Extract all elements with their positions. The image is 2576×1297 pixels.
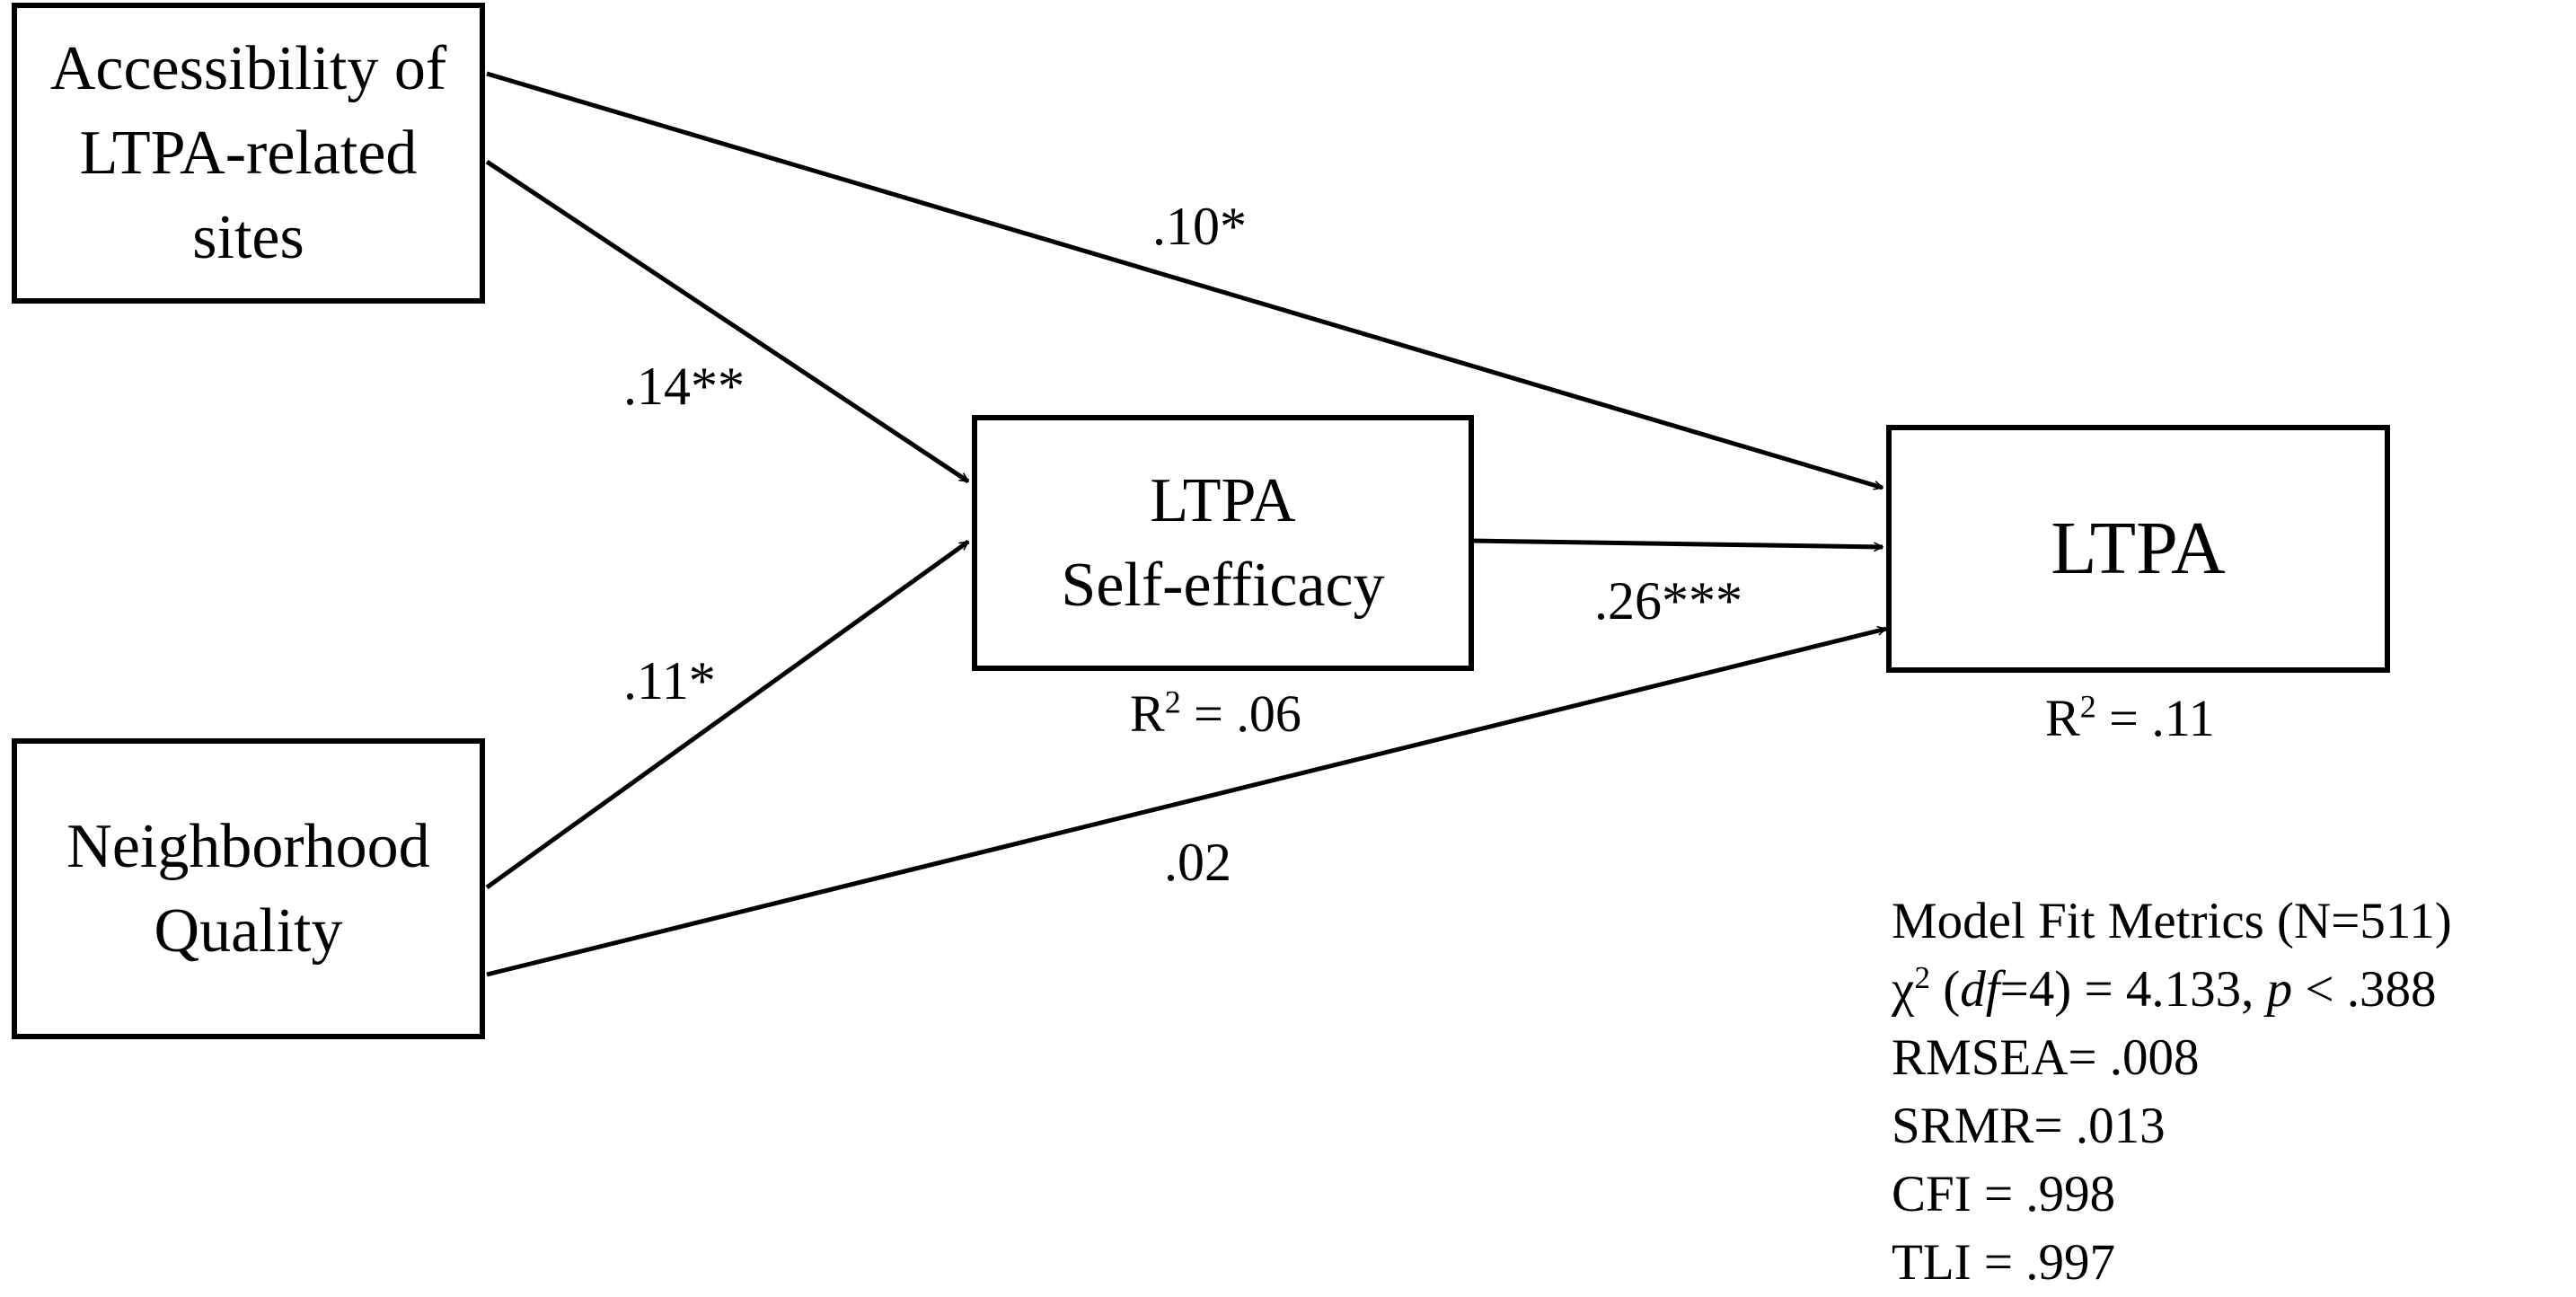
fit-srmr: SRMR= .013 xyxy=(1892,1098,2166,1154)
fit-tli: TLI = .997 xyxy=(1892,1234,2116,1291)
fit-chi-sup: 2 xyxy=(1914,960,1930,995)
r2-self-efficacy-label: R xyxy=(1130,684,1165,743)
r2-ltpa-value: = .11 xyxy=(2095,689,2215,747)
arrow-neighborhood-to-ltpa xyxy=(486,629,1886,977)
fit-chi-p-label: p xyxy=(2266,961,2293,1018)
r2-ltpa-sup: 2 xyxy=(2079,688,2096,725)
arrow-selfefficacy-to-ltpa xyxy=(1469,538,1883,547)
coef-selfefficacy-to-ltpa: .26*** xyxy=(1594,571,1742,631)
model-fit-metrics: Model Fit Metrics (N=511) χ2 (df=4) = 4.… xyxy=(1892,887,2452,1297)
fit-rmsea: RMSEA= .008 xyxy=(1892,1029,2200,1086)
arrow-access-to-selfefficacy xyxy=(485,159,968,484)
coef-access-to-ltpa: .10* xyxy=(1152,197,1247,256)
fit-chi-df-label: df xyxy=(1960,961,2000,1018)
coef-neighborhood-to-selfefficacy: .11* xyxy=(623,651,716,710)
fit-chi-open: ( xyxy=(1929,961,1961,1018)
coef-neighborhood-to-ltpa: .02 xyxy=(1164,833,1231,892)
fit-chi-square: χ2 (df=4) = 4.133, p < .388 xyxy=(1892,956,2452,1024)
node-self-efficacy-line-1: LTPA xyxy=(1150,465,1296,535)
r2-ltpa-label: R xyxy=(2045,689,2080,747)
node-ltpa-line-1: LTPA xyxy=(2051,507,2226,590)
arrow-neighborhood-to-selfefficacy xyxy=(485,539,970,890)
fit-chi-symbol: χ xyxy=(1892,961,1915,1018)
node-accessibility: Accessibility of LTPA-related sites xyxy=(12,3,485,304)
node-ltpa: LTPA xyxy=(1886,425,2390,673)
node-neighborhood-line-1: Neighborhood xyxy=(66,811,430,881)
node-self-efficacy: LTPA Self-efficacy xyxy=(972,415,1474,671)
node-self-efficacy-line-2: Self-efficacy xyxy=(1061,550,1385,620)
fit-cfi: CFI = .998 xyxy=(1892,1166,2116,1222)
coef-access-to-selfefficacy: .14** xyxy=(623,357,745,416)
r2-ltpa: R2 = .11 xyxy=(2045,689,2215,748)
fit-heading: Model Fit Metrics (N=511) xyxy=(1892,893,2452,949)
fit-chi-df-rest: =4) = 4.133, xyxy=(1999,961,2267,1018)
r2-self-efficacy-value: = .06 xyxy=(1180,684,1301,743)
node-accessibility-line-3: sites xyxy=(192,202,304,272)
node-accessibility-line-2: LTPA-related xyxy=(79,118,418,188)
r2-self-efficacy-sup: 2 xyxy=(1164,684,1181,720)
node-neighborhood-line-2: Quality xyxy=(154,896,343,966)
fit-chi-p-rest: < .388 xyxy=(2292,961,2437,1018)
arrow-access-to-ltpa xyxy=(486,71,1883,488)
node-accessibility-line-1: Accessibility of xyxy=(49,33,447,103)
node-neighborhood-quality: Neighborhood Quality xyxy=(12,738,485,1039)
r2-self-efficacy: R2 = .06 xyxy=(1130,684,1301,744)
